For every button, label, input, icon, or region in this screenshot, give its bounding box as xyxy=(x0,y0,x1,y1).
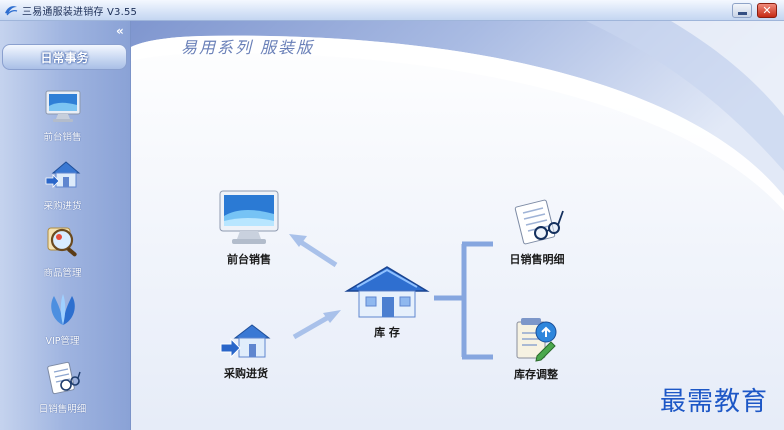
sidebar-item-vip-management[interactable]: VIP管理 xyxy=(10,292,115,354)
house-arrow-icon xyxy=(220,324,271,359)
document-edit-icon xyxy=(516,318,557,362)
main-workspace: 易用系列 服装版 前台销售 采购进货 xyxy=(131,21,784,430)
minimize-button[interactable] xyxy=(732,3,752,18)
watermark-text: 最需教育 xyxy=(660,387,769,417)
sidebar-item-front-sales[interactable]: 前台销售 xyxy=(10,88,115,150)
sidebar-item-label: VIP管理 xyxy=(45,336,80,347)
flow-front-sales[interactable]: 前台销售 xyxy=(217,189,281,267)
document-glasses-icon xyxy=(514,199,564,245)
sidebar-item-label: 前台销售 xyxy=(43,132,82,143)
flow-label: 采购进货 xyxy=(224,367,268,380)
flow-label: 前台销售 xyxy=(227,253,271,266)
product-subtitle: 易用系列 服装版 xyxy=(181,38,315,57)
flow-label: 库 存 xyxy=(374,326,400,339)
document-glasses-icon xyxy=(46,361,81,395)
magnifier-icon xyxy=(47,227,77,257)
window-title: 三易通服装进销存 V3.55 xyxy=(22,6,138,18)
flow-label: 日销售明细 xyxy=(509,253,565,266)
close-icon: ✕ xyxy=(762,4,772,17)
flow-purchase[interactable]: 采购进货 xyxy=(219,321,273,381)
flow-daily-sales-detail[interactable]: 日销售明细 xyxy=(507,199,567,267)
sidebar-item-label: 日销售明细 xyxy=(38,404,87,415)
monitor-icon xyxy=(45,90,80,122)
flow-inventory[interactable]: 库 存 xyxy=(342,264,432,340)
title-bar: 三易通服装进销存 V3.55 ✕ xyxy=(0,0,784,21)
app-logo-icon xyxy=(5,6,18,16)
sidebar: « 日常事务 前台销售 采购进货 商品管理 xyxy=(0,21,131,430)
sidebar-item-daily-sales-detail[interactable]: 日销售明细 xyxy=(10,360,115,422)
sidebar-item-label: 商品管理 xyxy=(43,268,82,279)
close-button[interactable]: ✕ xyxy=(757,3,777,18)
sidebar-item-purchase[interactable]: 采购进货 xyxy=(10,157,115,219)
vip-leaf-icon xyxy=(50,294,75,325)
flow-inventory-adjust[interactable]: 库存调整 xyxy=(511,316,561,382)
collapse-sidebar-button[interactable]: « xyxy=(116,24,124,38)
monitor-icon xyxy=(219,190,279,244)
sidebar-item-label: 采购进货 xyxy=(43,201,82,212)
section-header-daily-tasks[interactable]: 日常事务 xyxy=(2,44,127,70)
sidebar-item-product-management[interactable]: 商品管理 xyxy=(10,224,115,286)
house-icon xyxy=(344,266,430,318)
flow-label: 库存调整 xyxy=(514,368,558,381)
house-arrow-icon xyxy=(45,161,80,188)
